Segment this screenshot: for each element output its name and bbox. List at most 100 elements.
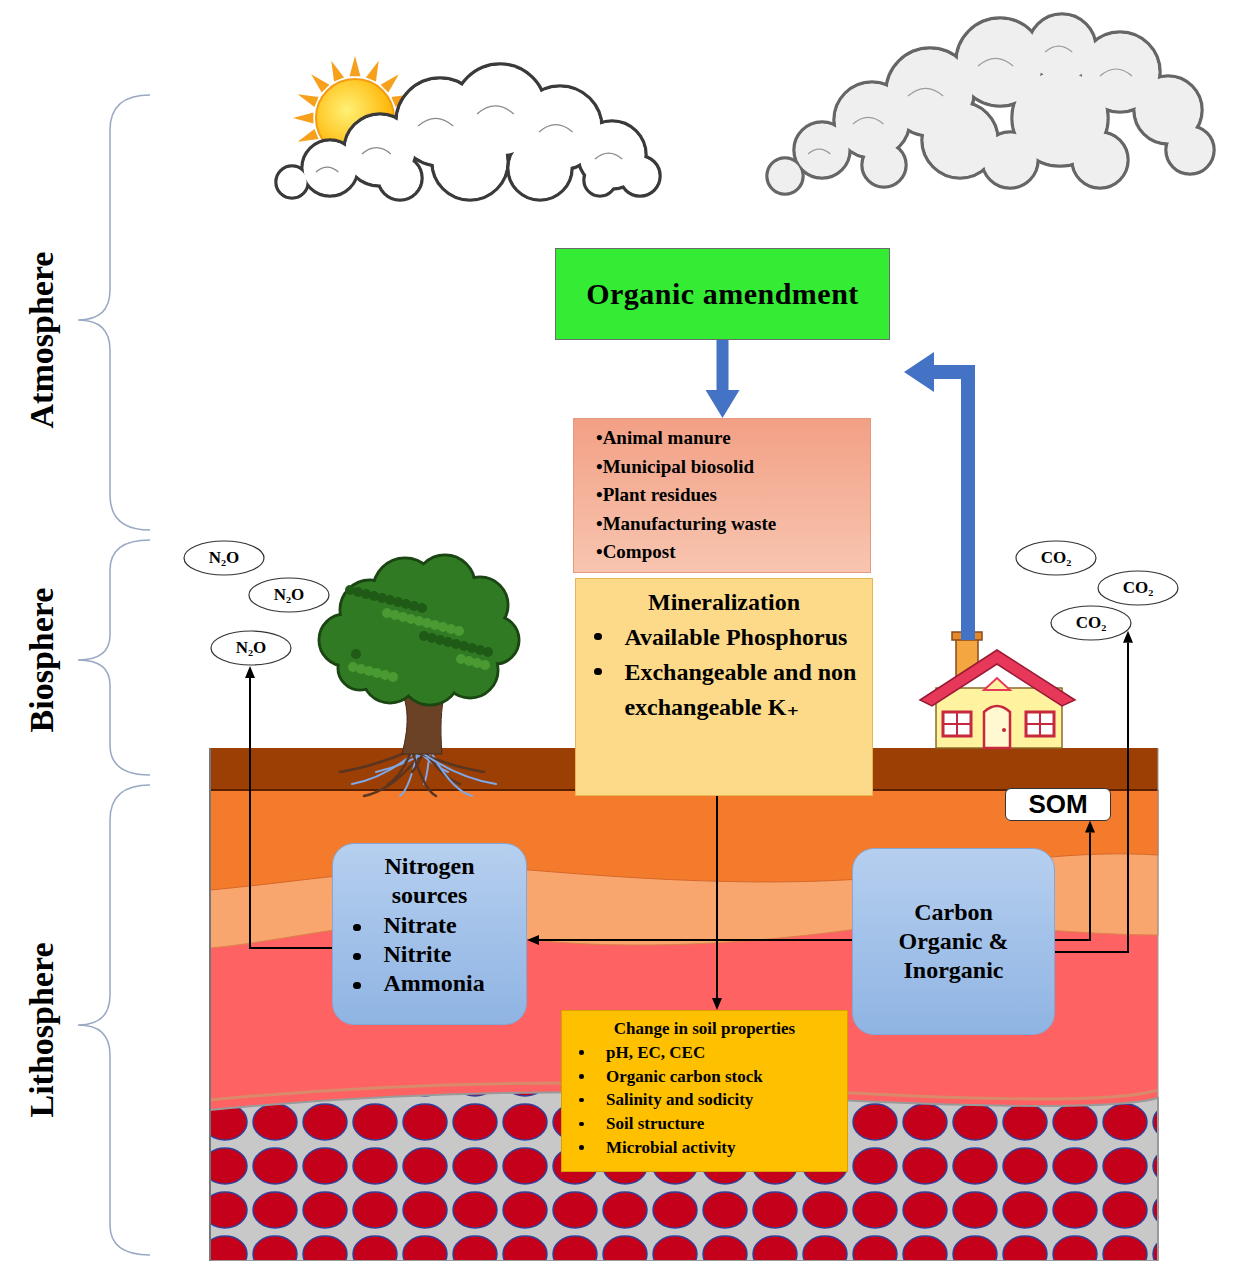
sphere-brackets [78,785,150,1255]
node-heading: CO₂ [1076,613,1107,633]
amendment-box: Organic amendment [555,248,890,340]
node-heading: •Animal manure [596,424,860,453]
sun [298,94,319,107]
bullet-dot [579,1098,584,1103]
tree [319,555,519,796]
text-entry: N₂O [274,585,305,605]
cloud [510,138,571,199]
house [943,712,971,736]
cloud [767,158,803,194]
gas-ellipse: CO₂ [1015,540,1097,576]
carbon-box: Carbon Organic & Inorganic [852,848,1055,1035]
sun [366,61,379,82]
bullet-item: Available Phosphorus [586,620,862,655]
ellipse-outline [1098,571,1178,605]
node-text: pH, EC, CEC [606,1041,837,1065]
ellipse-outline [211,631,291,665]
text-entry: •Plant residues [596,481,860,510]
bullet-dot [353,924,360,931]
gas-ellipse: N₂O [183,540,265,576]
tree [427,612,484,669]
soil-layers [210,1092,1158,1261]
sphere-label: Atmosphere [23,252,61,429]
cloud [853,117,883,124]
node-text: Exchangeable and non exchangeable K₊ [624,655,862,725]
bullet-item: Soil structure [572,1112,837,1136]
text-entry: •Manufacturing waste [596,510,860,539]
tree [483,647,493,657]
text-entry: Organic amendment [568,276,877,312]
gas-ellipse: N₂O [210,630,292,666]
cloud [984,134,1037,187]
tree [351,649,361,659]
text-entry: Nitrogen sources [345,852,514,911]
flow-arrow [250,678,332,948]
ellipse-outline [1051,606,1131,640]
bullet-item: Exchangeable and non exchangeable K₊ [586,655,862,725]
gas-ellipse: N₂O [248,577,330,613]
house [984,706,1010,748]
cloud [586,166,615,195]
bullet-item: Salinity and sodicity [572,1088,837,1112]
text-entry: Carbon Organic & Inorganic [879,898,1028,986]
node-text: Nitrate [383,911,514,940]
tree [340,750,496,796]
house [1026,723,1054,725]
sphere-label: Biosphere [23,588,61,733]
soil-layers [210,748,1158,1261]
soil-properties-box: Change in soil propertiespH, EC, CECOrga… [561,1010,848,1172]
cloud [477,106,514,114]
som-box: SOM [1005,788,1111,821]
node-heading: SOM [1012,790,1104,819]
text-entry: •Animal manure [596,424,860,453]
sphere-brackets [78,95,150,1255]
tree [454,626,464,636]
cloud [808,149,830,154]
cloud [767,14,1214,194]
tree [430,750,472,796]
bullet-item: pH, EC, CEC [572,1041,837,1065]
sun [293,113,313,124]
cloud [769,160,802,193]
text-entry: N₂O [209,548,240,568]
node-text: Nitrite [383,940,514,969]
cloud [539,125,573,132]
node-text: Available Phosphorus [624,620,862,655]
source-list-box: •Animal manure•Municipal biosolid•Plant … [573,418,871,573]
node-text: •Manufacturing waste [596,510,860,539]
tree [417,603,427,613]
house [1002,728,1006,732]
house [1026,712,1054,736]
recycle-arrow [930,372,968,640]
cloud [595,153,622,159]
bullet-dot [579,1074,584,1079]
text-entry: CO₂ [1076,613,1107,633]
node-text: Microbial activity [606,1136,837,1160]
text-entry: N₂O [236,638,267,658]
text-entry: Mineralization [586,585,862,620]
text-entry: •Municipal biosolid [596,453,860,482]
bullet-dot [594,668,601,675]
soil-layers [210,790,1158,1261]
ellipse-outline [184,541,264,575]
cloud [380,158,421,199]
sphere-label: Lithosphere [23,942,61,1117]
tree [424,750,460,784]
node-heading: Organic amendment [568,276,877,312]
node-heading: CO₂ [1123,578,1154,598]
house [920,632,1075,748]
ellipse-outline [249,578,329,612]
cloud [1100,69,1132,76]
node-heading: Nitrogen sources [345,852,514,911]
flow-arrow [1055,833,1090,940]
cloud [908,88,943,96]
nitrogen-box: Nitrogen sourcesNitrateNitriteAmmonia [332,843,527,1025]
text-entry: •Compost [596,538,860,567]
soil-layers [1158,748,1159,1261]
soil-layers [209,748,211,1261]
node-heading: Carbon Organic & Inorganic [879,898,1028,986]
node-text: Salinity and sodicity [606,1088,837,1112]
node-text: Ammonia [383,969,514,998]
